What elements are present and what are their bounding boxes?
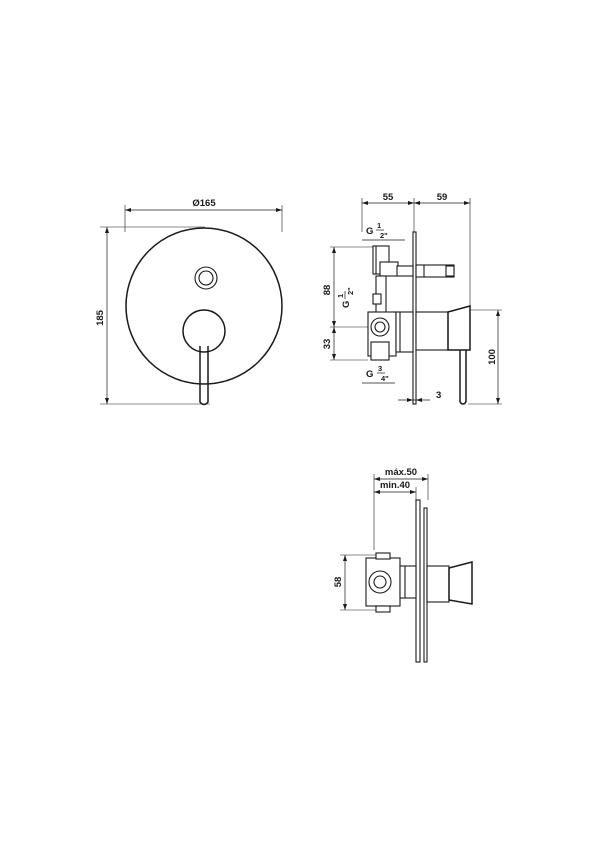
side-outlet	[372, 293, 382, 305]
arrow-icon	[410, 490, 416, 494]
thread-bottom-g: G	[366, 369, 373, 380]
arrow-icon	[105, 398, 109, 404]
handle-lever	[199, 346, 209, 406]
arrow-icon	[362, 201, 368, 205]
cartridge-housing	[399, 565, 417, 599]
thread-side-label: G 1 2"	[336, 287, 355, 308]
arrow-icon	[408, 201, 414, 205]
arrow-icon	[407, 398, 413, 402]
front-view: Ø165 185	[95, 198, 283, 406]
wall-plate-front	[415, 499, 421, 663]
handle-knob	[448, 561, 473, 605]
diverter-cap	[445, 265, 455, 277]
inlet-circle-inner	[373, 575, 387, 589]
plate-3-label: 3	[436, 390, 441, 401]
height-33-label: 33	[322, 339, 333, 350]
install-view: máx.50 min.40 58	[333, 467, 473, 663]
thread-bottom-den: 4"	[381, 374, 389, 383]
handle-body	[415, 311, 449, 351]
arrow-icon	[422, 477, 428, 481]
arrow-icon	[374, 490, 380, 494]
height-100-label: 100	[487, 349, 498, 365]
handle-body	[426, 565, 450, 603]
depth-right-label: 59	[437, 192, 448, 203]
height-label: 185	[95, 309, 106, 326]
arrow-icon	[343, 604, 347, 610]
arrow-icon	[332, 354, 336, 360]
height-58-label: 58	[333, 577, 344, 588]
inlet-circle-outer	[368, 570, 392, 594]
thread-side-num: 1	[336, 294, 345, 298]
inlet-circle-outer	[370, 317, 390, 337]
arrow-icon	[332, 327, 336, 333]
lower-inlet	[370, 341, 390, 361]
arrow-icon	[374, 477, 380, 481]
lever-tip	[459, 401, 467, 405]
arrow-icon	[414, 201, 420, 205]
cartridge-housing	[395, 311, 414, 353]
upper-cartridge	[396, 265, 414, 277]
arrow-icon	[332, 247, 336, 253]
arrow-icon	[332, 321, 336, 327]
arrow-icon	[125, 208, 131, 212]
arrow-icon	[464, 201, 470, 205]
side-view: 55 59 G 1 2" 88 G 1 2" 33	[322, 192, 502, 405]
thread-side-den: 2"	[346, 287, 355, 295]
depth-left-label: 55	[383, 192, 394, 203]
cover-plate	[125, 227, 283, 385]
valve-body	[365, 557, 401, 607]
bottom-cap	[375, 605, 391, 613]
arrow-icon	[416, 398, 422, 402]
arrow-icon	[496, 310, 500, 316]
diverter-knob-inner	[198, 270, 214, 286]
thread-bottom-num: 3	[378, 364, 382, 373]
arrow-icon	[105, 227, 109, 233]
diameter-label: Ø165	[192, 198, 216, 209]
thread-top-g: G	[366, 226, 373, 237]
max-label: máx.50	[385, 467, 417, 478]
min-label: min.40	[380, 480, 410, 491]
diverter-knob-outer	[194, 266, 218, 290]
handle-base	[182, 309, 226, 353]
height-88-label: 88	[322, 285, 333, 296]
inlet-circle-inner	[374, 321, 386, 333]
arrow-icon	[276, 208, 282, 212]
thread-side-g: G	[341, 301, 352, 308]
thread-top-num: 1	[377, 221, 381, 230]
top-cap	[375, 552, 391, 560]
thread-top-den: 2"	[380, 231, 388, 240]
arrow-icon	[343, 555, 347, 561]
upper-fitting	[379, 261, 399, 277]
handle-knob	[447, 305, 471, 351]
arrow-icon	[496, 398, 500, 404]
